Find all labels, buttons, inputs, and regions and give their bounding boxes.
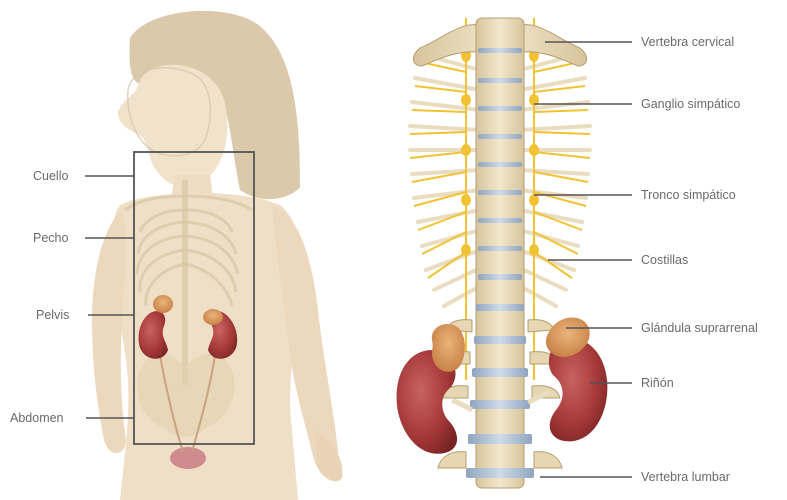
label-ribs: Costillas bbox=[641, 253, 688, 267]
label-adrenal-gland: Glándula suprarrenal bbox=[641, 321, 758, 335]
label-pelvis: Pelvis bbox=[36, 308, 69, 322]
spine-illustration bbox=[397, 18, 608, 488]
label-neck: Cuello bbox=[33, 169, 68, 183]
label-sympathetic-ganglion: Ganglio simpático bbox=[641, 97, 740, 111]
label-lumbar-vertebra: Vertebra lumbar bbox=[641, 470, 730, 484]
label-abdomen: Abdomen bbox=[10, 411, 64, 425]
child-left-adrenal bbox=[153, 295, 173, 313]
left-adrenal-gland bbox=[432, 324, 465, 372]
bladder bbox=[170, 447, 206, 469]
label-kidney: Riñón bbox=[641, 376, 674, 390]
label-chest: Pecho bbox=[33, 231, 68, 245]
vertebral-column bbox=[466, 18, 534, 488]
label-sympathetic-trunk: Tronco simpático bbox=[641, 188, 736, 202]
child-right-adrenal bbox=[203, 309, 223, 325]
child-figure bbox=[92, 11, 342, 500]
label-cervical-vertebra: Vertebra cervical bbox=[641, 35, 734, 49]
